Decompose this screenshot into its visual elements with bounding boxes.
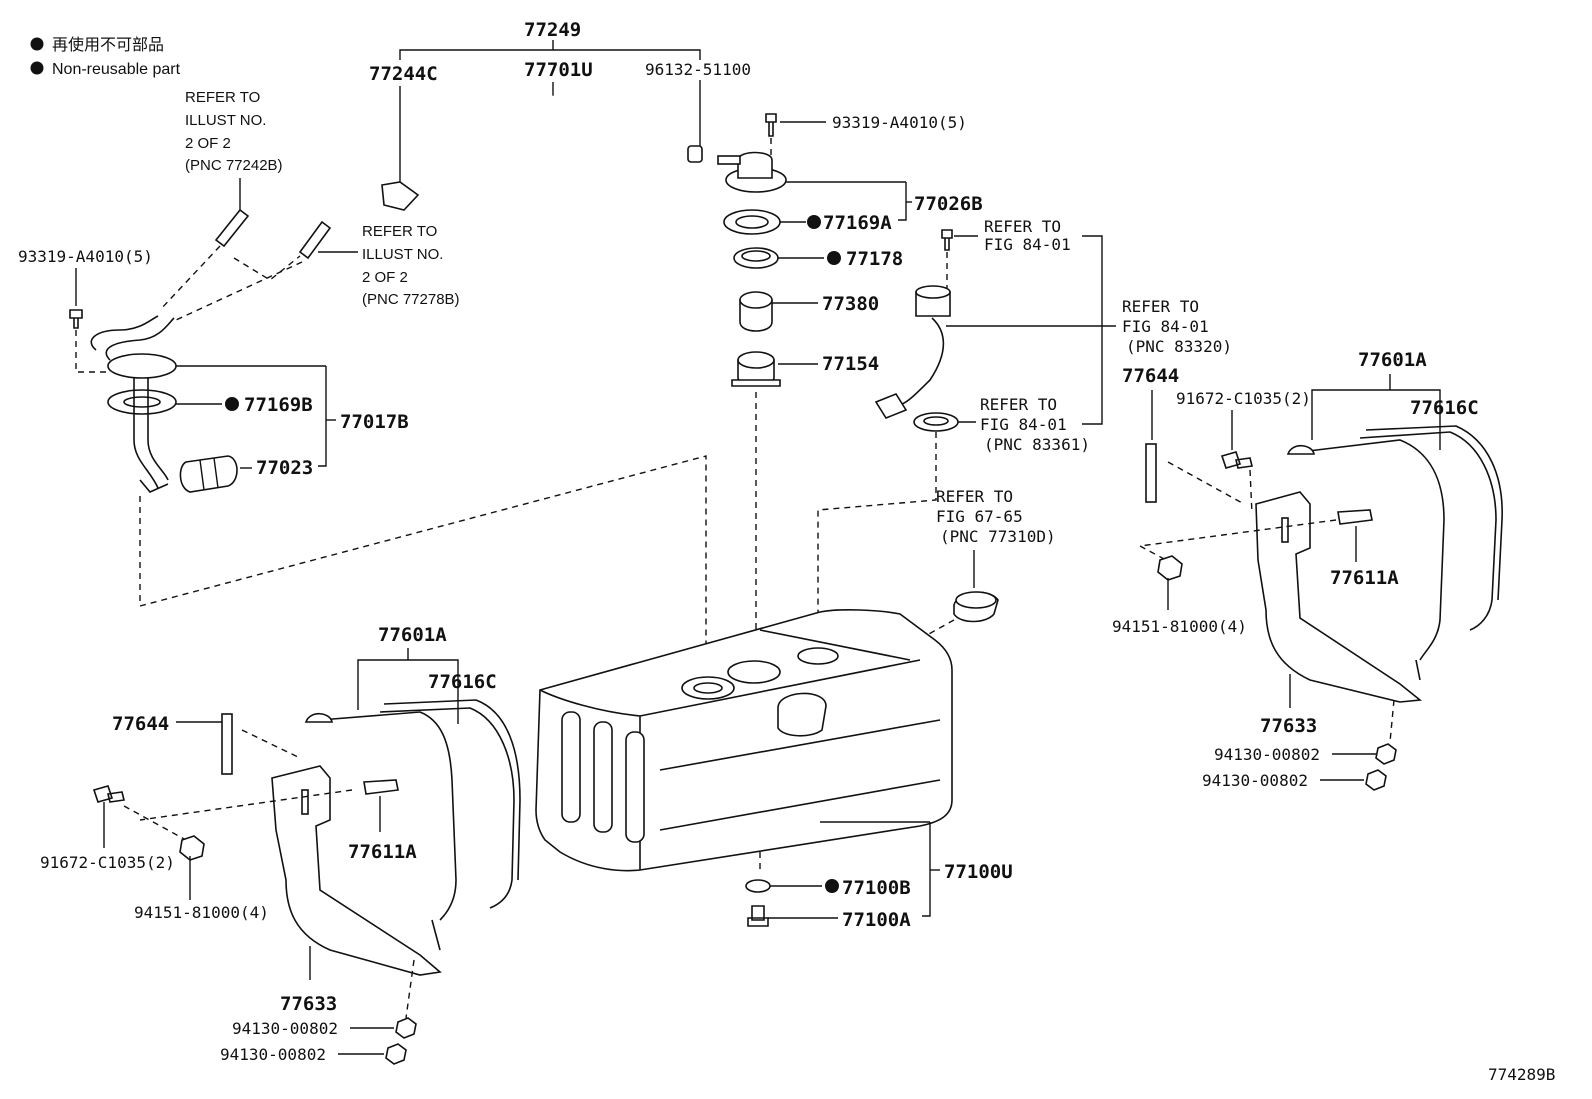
part-77644-right[interactable]: 77644	[1122, 365, 1179, 387]
suction-group: REFER TO ILLUST NO. 2 OF 2 (PNC 77242B) …	[18, 89, 707, 680]
ref-illust-b-line2[interactable]: ILLUST NO.	[362, 246, 443, 263]
nonreusable-bullet-icon	[30, 61, 44, 75]
ref-fig84-a-line2[interactable]: FIG 84-01	[984, 235, 1071, 254]
part-77023[interactable]: 77023	[256, 457, 313, 479]
nut-icon	[385, 1043, 407, 1065]
part-77100B[interactable]: 77100B	[842, 877, 911, 899]
part-93319-A4010-top[interactable]: 93319-A4010(5)	[832, 113, 967, 132]
ref-fig84-c-line2[interactable]: FIG 84-01	[980, 415, 1067, 434]
part-77169A[interactable]: 77169A	[823, 212, 892, 234]
legend: 再使用不可部品 Non-reusable part	[30, 36, 181, 78]
nut-icon	[1157, 555, 1183, 581]
nut-icon	[1375, 743, 1397, 765]
part-94130-00802-left-1[interactable]: 94130-00802	[232, 1019, 338, 1038]
ref-fig84-c-line1[interactable]: REFER TO	[980, 395, 1057, 414]
ref-illust-a-line1[interactable]: REFER TO	[185, 89, 260, 106]
part-91672-C1035-right[interactable]: 91672-C1035(2)	[1176, 389, 1311, 408]
ref-fig84-b-line1[interactable]: REFER TO	[1122, 297, 1199, 316]
ref-fig84-b-pnc[interactable]: (PNC 83320)	[1126, 337, 1232, 356]
bolt-icon	[92, 785, 125, 803]
part-94130-00802-right-1[interactable]: 94130-00802	[1214, 745, 1320, 764]
part-94151-81000-left[interactable]: 94151-81000(4)	[134, 903, 269, 922]
part-77178[interactable]: 77178	[846, 248, 903, 270]
ref-fig84-c-pnc[interactable]: (PNC 83361)	[984, 435, 1090, 454]
ref-fig67-line2[interactable]: FIG 67-65	[936, 507, 1023, 526]
part-77601A-left[interactable]: 77601A	[378, 624, 447, 646]
part-77100U[interactable]: 77100U	[944, 861, 1013, 883]
part-77380[interactable]: 77380	[822, 293, 879, 315]
ref-illust-a-line2[interactable]: ILLUST NO.	[185, 112, 266, 129]
part-77616C-right[interactable]: 77616C	[1410, 397, 1479, 419]
nut-icon	[179, 835, 205, 861]
nonreusable-bullet-icon	[30, 37, 44, 51]
ref-illust-a-line3[interactable]: 2 OF 2	[185, 135, 231, 152]
bolt-icon	[765, 113, 777, 137]
nonreusable-bullet-icon	[807, 215, 821, 229]
part-77644-left[interactable]: 77644	[112, 713, 169, 735]
part-94130-00802-left-2[interactable]: 94130-00802	[220, 1045, 326, 1064]
part-77026B[interactable]: 77026B	[914, 193, 983, 215]
part-91672-C1035-left[interactable]: 91672-C1035(2)	[40, 853, 175, 872]
fuel-tank: 77100U 77100B 77100A	[535, 609, 1013, 931]
bolt-icon	[69, 309, 83, 329]
part-94151-81000-right[interactable]: 94151-81000(4)	[1112, 617, 1247, 636]
part-96132-51100[interactable]: 96132-51100	[645, 60, 751, 79]
hose-clip-icon	[381, 181, 420, 211]
part-77616C-left[interactable]: 77616C	[428, 671, 497, 693]
part-77611A-right[interactable]: 77611A	[1330, 567, 1399, 589]
right-bracket-group: 77601A 77616C 77644 91672-C1035(2) 77611…	[1112, 349, 1503, 791]
nut-icon	[395, 1017, 417, 1039]
sender-group: REFER TO FIG 84-01 REFER TO FIG 84-01 (P…	[817, 217, 1232, 650]
ref-illust-a-pnc[interactable]: (PNC 77242B)	[185, 157, 283, 174]
ref-fig67-pnc[interactable]: (PNC 77310D)	[940, 527, 1056, 546]
legend-nonreusable-jp: 再使用不可部品	[52, 36, 164, 54]
filler-ref-group: REFER TO FIG 67-65 (PNC 77310D)	[809, 487, 1056, 701]
bolt-icon	[1220, 451, 1253, 469]
part-77701U[interactable]: 77701U	[524, 59, 593, 81]
part-77611A-left[interactable]: 77611A	[348, 841, 417, 863]
bolt-icon	[747, 905, 769, 927]
part-77100A[interactable]: 77100A	[842, 909, 911, 931]
legend-nonreusable-en: Non-reusable part	[52, 61, 181, 78]
nonreusable-bullet-icon	[825, 879, 839, 893]
nonreusable-bullet-icon	[225, 397, 239, 411]
part-77249[interactable]: 77249	[524, 19, 581, 41]
part-77633-right[interactable]: 77633	[1260, 715, 1317, 737]
part-94130-00802-right-2[interactable]: 94130-00802	[1202, 771, 1308, 790]
hose-joint-icon	[687, 145, 703, 163]
ref-fig84-b-line2[interactable]: FIG 84-01	[1122, 317, 1209, 336]
nonreusable-bullet-icon	[827, 251, 841, 265]
ref-illust-b-line1[interactable]: REFER TO	[362, 223, 437, 240]
ref-illust-b-line3[interactable]: 2 OF 2	[362, 269, 408, 286]
part-93319-A4010-left[interactable]: 93319-A4010(5)	[18, 247, 153, 266]
part-77017B[interactable]: 77017B	[340, 411, 409, 433]
bolt-icon	[941, 229, 953, 251]
illustration-id: 774289B	[1488, 1065, 1555, 1084]
left-bracket-group: 77601A 77616C 77644 77611A 91672-C1035(2…	[40, 624, 521, 1065]
nut-icon	[1365, 769, 1387, 791]
part-77601A-right[interactable]: 77601A	[1358, 349, 1427, 371]
vent-hose-group: 77249 77244C 77701U 96132-51100	[369, 19, 751, 211]
ref-fig67-line1[interactable]: REFER TO	[936, 487, 1013, 506]
part-77154[interactable]: 77154	[822, 353, 879, 375]
gauge-stack-group: 93319-A4010(5) 77026B 77169A 77178 77380…	[717, 113, 983, 680]
part-77633-left[interactable]: 77633	[280, 993, 337, 1015]
part-77244C[interactable]: 77244C	[369, 63, 438, 85]
ref-fig84-a-line1[interactable]: REFER TO	[984, 217, 1061, 236]
ref-illust-b-pnc[interactable]: (PNC 77278B)	[362, 291, 460, 308]
part-77169B[interactable]: 77169B	[244, 394, 313, 416]
